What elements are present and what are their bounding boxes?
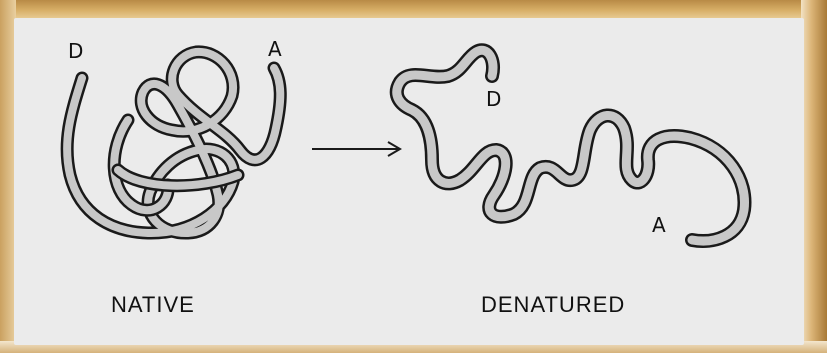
denatured-end-a-label: A (652, 213, 666, 237)
native-end-a-label: A (268, 37, 282, 61)
denatured-protein-chain (397, 50, 745, 241)
transition-arrow (312, 142, 400, 156)
native-protein-chain (67, 52, 280, 233)
denatured-end-d-label: D (486, 87, 501, 111)
native-caption: NATIVE (111, 292, 195, 317)
denatured-caption: DENATURED (481, 292, 625, 317)
native-end-d-label: D (68, 39, 83, 63)
